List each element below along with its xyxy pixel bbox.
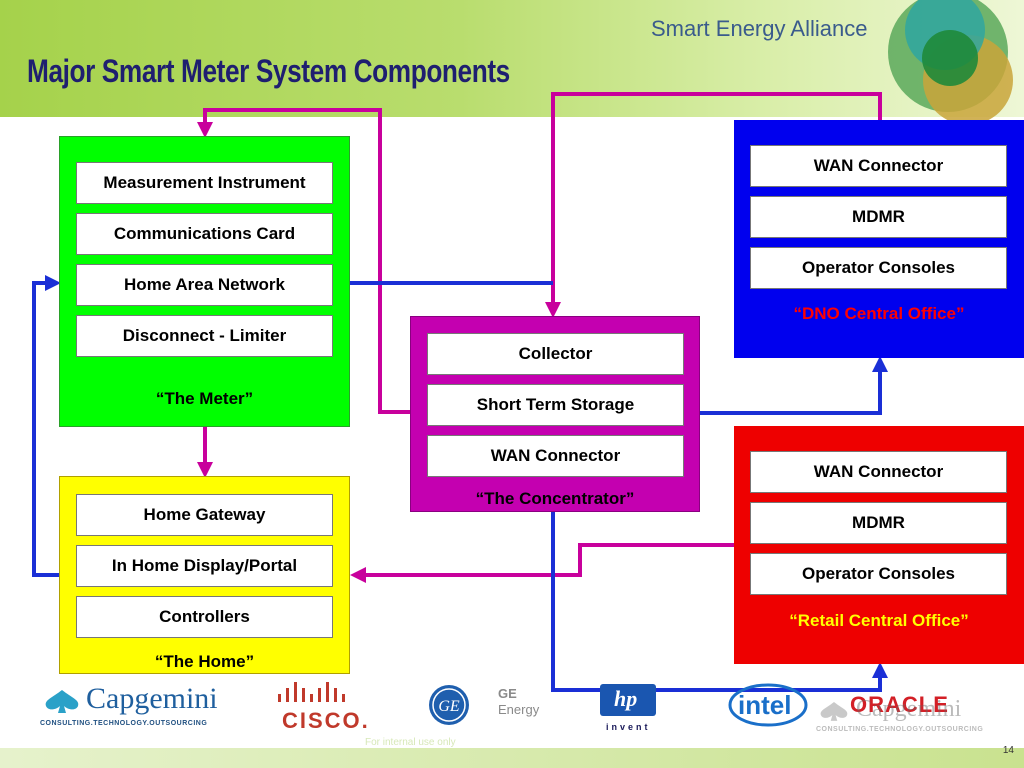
ge-energy-label: Energy: [498, 702, 540, 717]
capgemini-wordmark: Capgemini: [86, 682, 218, 715]
concentrator-item-collector: Collector: [427, 333, 684, 375]
dno-item-wan-connector: WAN Connector: [750, 145, 1007, 187]
cisco-logo: CISCO.: [276, 682, 368, 733]
meter-item-communications-card: Communications Card: [76, 213, 333, 255]
page-title: Major Smart Meter System Components: [27, 53, 510, 89]
svg-text:GE: GE: [438, 698, 460, 715]
meter-caption: “The Meter”: [155, 389, 254, 408]
dno-caption: “DNO Central Office”: [793, 304, 965, 323]
ge-wordmark: GE: [498, 686, 517, 701]
cisco-wordmark: CISCO.: [282, 708, 370, 733]
brand-logo-icon: [888, 0, 1013, 120]
dno-item-mdmr: MDMR: [750, 196, 1007, 238]
hp-invent-label: invent: [606, 722, 651, 732]
connector-retail-to-home: [350, 543, 734, 583]
home-box: Home Gateway In Home Display/Portal Cont…: [59, 476, 350, 674]
hp-wordmark: hp: [614, 686, 638, 711]
retail-item-mdmr: MDMR: [750, 502, 1007, 544]
intel-wordmark: intel: [738, 690, 792, 720]
home-item-home-gateway: Home Gateway: [76, 494, 333, 536]
connector-dno-to-concentrator: [545, 92, 882, 318]
sponsor-logos: Capgemini CONSULTING.TECHNOLOGY.OUTSOURC…: [0, 678, 1024, 748]
header-band: [0, 0, 1024, 117]
capgemini-tagline-faded: CONSULTING.TECHNOLOGY.OUTSOURCING: [816, 726, 984, 733]
connector-concentrator-to-retail: [551, 512, 888, 692]
ge-logo: GE GE Energy: [428, 684, 539, 731]
dno-box: WAN Connector MDMR Operator Consoles “DN…: [734, 120, 1024, 358]
connector-concentrator-to-dno: [700, 356, 888, 415]
meter-item-disconnect-limiter: Disconnect - Limiter: [76, 315, 333, 357]
oracle-wordmark: ORACLE: [850, 692, 949, 717]
home-caption: “The Home”: [154, 652, 255, 671]
oracle-logo: ORACLE: [850, 692, 949, 718]
meter-item-measurement-instrument: Measurement Instrument: [76, 162, 333, 204]
concentrator-box: Collector Short Term Storage WAN Connect…: [410, 316, 700, 512]
brand-name: Smart Energy Alliance: [651, 16, 868, 41]
retail-item-wan-connector: WAN Connector: [750, 451, 1007, 493]
cisco-bars-icon: [278, 682, 345, 702]
retail-caption: “Retail Central Office”: [789, 611, 969, 630]
hp-logo: hp invent: [600, 684, 658, 732]
meter-box: Measurement Instrument Communications Ca…: [59, 136, 350, 427]
connector-concentrator-to-meter: [197, 108, 410, 414]
concentrator-caption: “The Concentrator”: [475, 489, 635, 508]
footer-note: For internal use only: [365, 737, 456, 748]
home-item-controllers: Controllers: [76, 596, 333, 638]
capgemini-wordmark-faded: Capgemini: [856, 696, 962, 722]
home-item-in-home-display: In Home Display/Portal: [76, 545, 333, 587]
intel-swoosh-icon: [728, 683, 808, 727]
hp-badge-icon: [600, 684, 656, 716]
spade-icon: [45, 690, 79, 713]
meter-item-home-area-network: Home Area Network: [76, 264, 333, 306]
concentrator-item-short-term-storage: Short Term Storage: [427, 384, 684, 426]
retail-box: WAN Connector MDMR Operator Consoles “Re…: [734, 426, 1024, 664]
connector-home-to-meter: [32, 275, 61, 577]
concentrator-item-wan-connector: WAN Connector: [427, 435, 684, 477]
page-number: 14: [1002, 745, 1014, 756]
retail-item-operator-consoles: Operator Consoles: [750, 553, 1007, 595]
intel-logo: intel: [728, 682, 808, 733]
footer-band: [0, 748, 1024, 768]
capgemini-tagline: CONSULTING.TECHNOLOGY.OUTSOURCING: [40, 720, 208, 727]
ge-monogram-icon: GE: [429, 685, 469, 725]
spade-icon: [820, 702, 848, 721]
dno-item-operator-consoles: Operator Consoles: [750, 247, 1007, 289]
